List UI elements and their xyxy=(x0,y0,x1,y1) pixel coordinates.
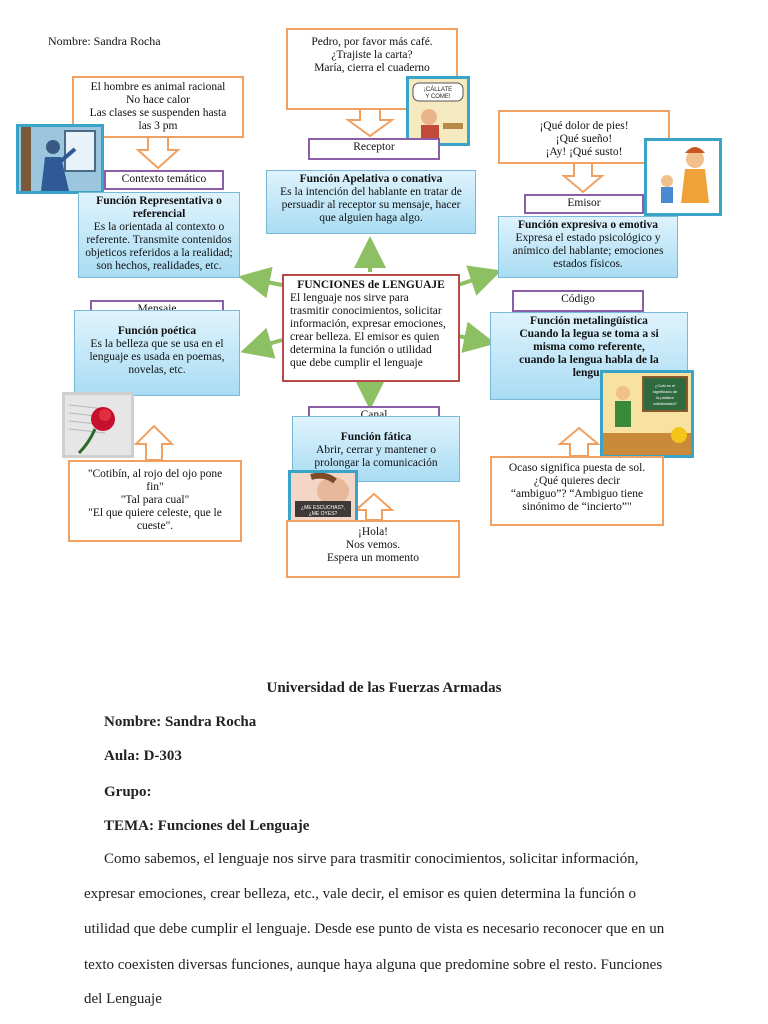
emisor-image xyxy=(644,138,722,216)
svg-text:¿ME ESCUCHAS?,: ¿ME ESCUCHAS?, xyxy=(301,505,345,511)
label-codigo: Código xyxy=(512,290,644,312)
label-emisor: Emisor xyxy=(524,194,644,214)
box-funciones-del-lenguaje: FUNCIONES de LENGUAJE El lenguaje nos si… xyxy=(282,274,460,382)
svg-text:¿ME OYES?: ¿ME OYES? xyxy=(309,511,338,517)
ear-listening-image: ¿ME ESCUCHAS?, ¿ME OYES? xyxy=(288,470,358,524)
paragraph-line: texto coexisten diversas funciones, aunq… xyxy=(84,957,663,973)
paragraph-line: Como sabemos, el lenguaje nos sirve para… xyxy=(104,851,639,867)
svg-text:¿Cuál es el: ¿Cuál es el xyxy=(655,383,675,388)
title-fatica: Función fática xyxy=(340,431,412,443)
box-funcion-apelativa: Función Apelativa o conativa Es la inten… xyxy=(266,170,476,234)
arrow-left xyxy=(240,327,283,359)
label-contexto-tematico: Contexto temático xyxy=(104,170,224,190)
callate-y-come-image: ¡CÁLLATE Y COME! xyxy=(406,76,470,146)
block-arrow-expresiva xyxy=(561,161,605,194)
classroom-image: ¿Cuál es el significado de la palabra co… xyxy=(600,370,694,458)
svg-text:significado de: significado de xyxy=(653,389,678,394)
svg-text:cotidianidad?: cotidianidad? xyxy=(653,401,677,406)
metalinguistica-examples: Ocaso significa puesta de sol. ¿Qué quie… xyxy=(490,456,664,526)
title-referencial: Función Representativa o referencial xyxy=(96,195,222,220)
arrow-upleft xyxy=(238,266,283,299)
paragraph-line: del Lenguaje xyxy=(84,991,162,1007)
student-name: Nombre: Sandra Rocha xyxy=(104,714,257,730)
block-arrow-apelativa xyxy=(344,107,396,138)
box-funcion-referencial: Función Representativa o referencial Es … xyxy=(78,192,240,278)
poetica-examples: "Cotibín, al rojo del ojo pone fin" "Tal… xyxy=(68,460,242,542)
apelativa-examples: Pedro, por favor más café. ¿Trajiste la … xyxy=(286,28,458,110)
box-funcion-poetica: Función poética Es la belleza que se usa… xyxy=(74,310,240,396)
block-arrow-fatica xyxy=(353,492,395,521)
arrow-right xyxy=(457,321,496,353)
block-arrow-referencial xyxy=(135,135,181,170)
block-arrow-poetica xyxy=(133,424,175,461)
group: Grupo: xyxy=(104,784,152,800)
paragraph-line: expresar emociones, crear belleza, etc.,… xyxy=(84,886,637,902)
block-arrow-metalinguistica xyxy=(557,426,601,457)
university-title: Universidad de las Fuerzas Armadas xyxy=(266,680,502,696)
rose-book-image xyxy=(62,392,134,458)
title-poetica: Función poética xyxy=(117,325,197,337)
label-receptor: Receptor xyxy=(308,138,440,160)
fatica-examples: ¡Hola! Nos vemos. Espera un momento xyxy=(286,520,460,578)
arrow-upright xyxy=(457,265,502,296)
window-man-image xyxy=(16,124,104,194)
svg-text:Y COME!: Y COME! xyxy=(425,94,451,100)
connector-arrows xyxy=(133,107,605,521)
referencial-examples: El hombre es animal racional No hace cal… xyxy=(72,76,244,138)
topic: TEMA: Funciones del Lenguaje xyxy=(104,818,310,834)
paragraph-line: utilidad que debe cumplir el lenguaje. D… xyxy=(84,921,665,937)
title-apelativa: Función Apelativa o conativa xyxy=(299,173,443,185)
expresiva-examples: ¡Qué dolor de pies! ¡Qué sueño! ¡Ay! ¡Qu… xyxy=(498,110,670,164)
svg-text:¡CÁLLATE: ¡CÁLLATE xyxy=(424,86,452,93)
header-name: Nombre: Sandra Rocha xyxy=(48,34,161,48)
box-funcion-expresiva: Función expresiva o emotiva Expresa el e… xyxy=(498,216,678,278)
title-expresiva: Función expresiva o emotiva xyxy=(517,219,659,231)
svg-text:la palabra: la palabra xyxy=(656,395,674,400)
classroom: Aula: D-303 xyxy=(104,748,182,764)
center-title: FUNCIONES de LENGUAJE xyxy=(297,279,445,291)
